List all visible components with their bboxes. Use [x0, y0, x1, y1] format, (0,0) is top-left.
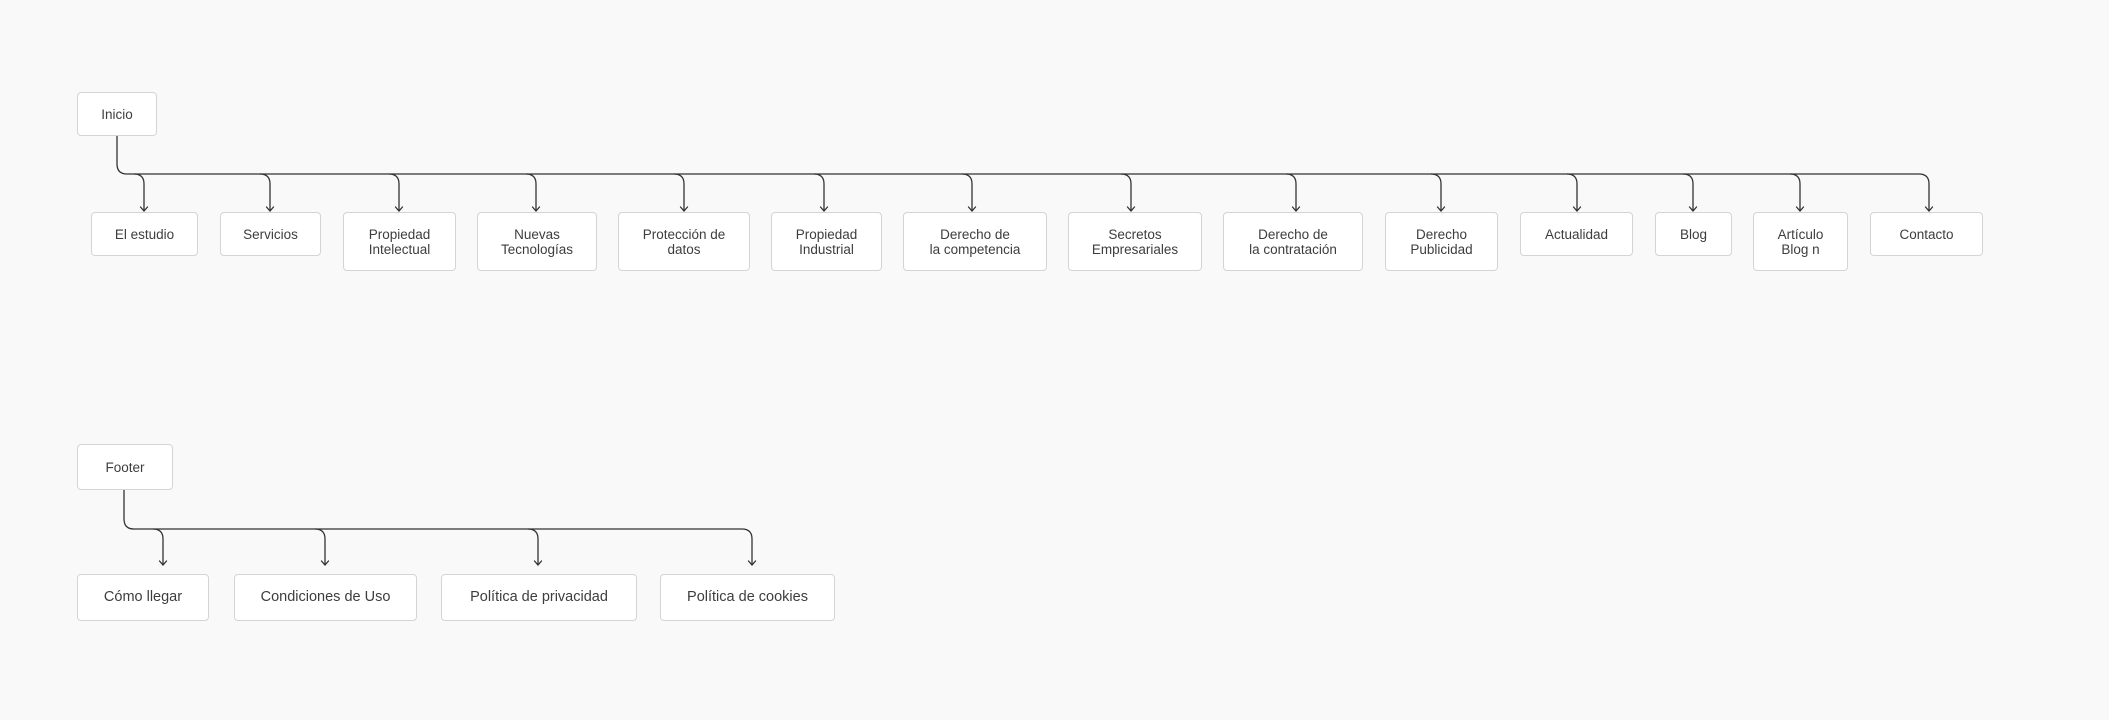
arrowhead-icon — [967, 206, 977, 212]
arrowhead-icon — [1436, 206, 1446, 212]
connector-branch — [388, 173, 400, 211]
node-politica-privacidad: Política de privacidad — [441, 574, 637, 621]
arrowhead-icon — [394, 206, 404, 212]
arrowhead-icon — [158, 560, 168, 566]
node-derecho-contratacion: Derecho de la contratación — [1223, 212, 1363, 271]
node-contacto: Contacto — [1870, 212, 1983, 256]
node-inicio: Inicio — [77, 92, 157, 136]
connector-branch — [1918, 173, 1930, 211]
arrowhead-icon — [531, 206, 541, 212]
arrowhead-icon — [1291, 206, 1301, 212]
node-como-llegar: Cómo llegar — [77, 574, 209, 621]
node-derecho-publicidad: Derecho Publicidad — [1385, 212, 1498, 271]
connector-branch — [1789, 173, 1801, 211]
node-footer: Footer — [77, 444, 173, 490]
connector-branch — [525, 173, 537, 211]
node-articulo-blog-n: Artículo Blog n — [1753, 212, 1848, 271]
connector-trunk — [116, 136, 1919, 175]
arrowhead-icon — [533, 560, 543, 566]
node-el-estudio: El estudio — [91, 212, 198, 256]
arrowhead-icon — [1572, 206, 1582, 212]
arrowhead-icon — [1924, 206, 1934, 212]
node-servicios: Servicios — [220, 212, 321, 256]
node-actualidad: Actualidad — [1520, 212, 1633, 256]
node-secretos-empresariales: Secretos Empresariales — [1068, 212, 1202, 271]
connector-branch — [527, 528, 539, 565]
connector-branch — [741, 528, 753, 565]
connector-branch — [314, 528, 326, 565]
arrowhead-icon — [819, 206, 829, 212]
connector-branch — [1120, 173, 1132, 211]
connector-branch — [259, 173, 271, 211]
node-condiciones-uso: Condiciones de Uso — [234, 574, 417, 621]
node-nuevas-tecnologias: Nuevas Tecnologías — [477, 212, 597, 271]
connector-branch — [813, 173, 825, 211]
arrowhead-icon — [1126, 206, 1136, 212]
node-blog: Blog — [1655, 212, 1732, 256]
connector-branch — [133, 173, 145, 211]
connector-branch — [152, 528, 164, 565]
arrowhead-icon — [265, 206, 275, 212]
node-proteccion-datos: Protección de datos — [618, 212, 750, 271]
node-propiedad-intelectual: Propiedad Intelectual — [343, 212, 456, 271]
connector-trunk — [123, 490, 742, 530]
connector-branch — [961, 173, 973, 211]
node-politica-cookies: Política de cookies — [660, 574, 835, 621]
arrowhead-icon — [139, 206, 149, 212]
connector-branch — [673, 173, 685, 211]
node-derecho-competencia: Derecho de la competencia — [903, 212, 1047, 271]
arrowhead-icon — [320, 560, 330, 566]
arrowhead-icon — [747, 560, 757, 566]
connector-branch — [1566, 173, 1578, 211]
arrowhead-icon — [1688, 206, 1698, 212]
connector-branch — [1430, 173, 1442, 211]
arrowhead-icon — [1795, 206, 1805, 212]
node-propiedad-industrial: Propiedad Industrial — [771, 212, 882, 271]
connector-branch — [1682, 173, 1694, 211]
arrowhead-icon — [679, 206, 689, 212]
connector-branch — [1285, 173, 1297, 211]
